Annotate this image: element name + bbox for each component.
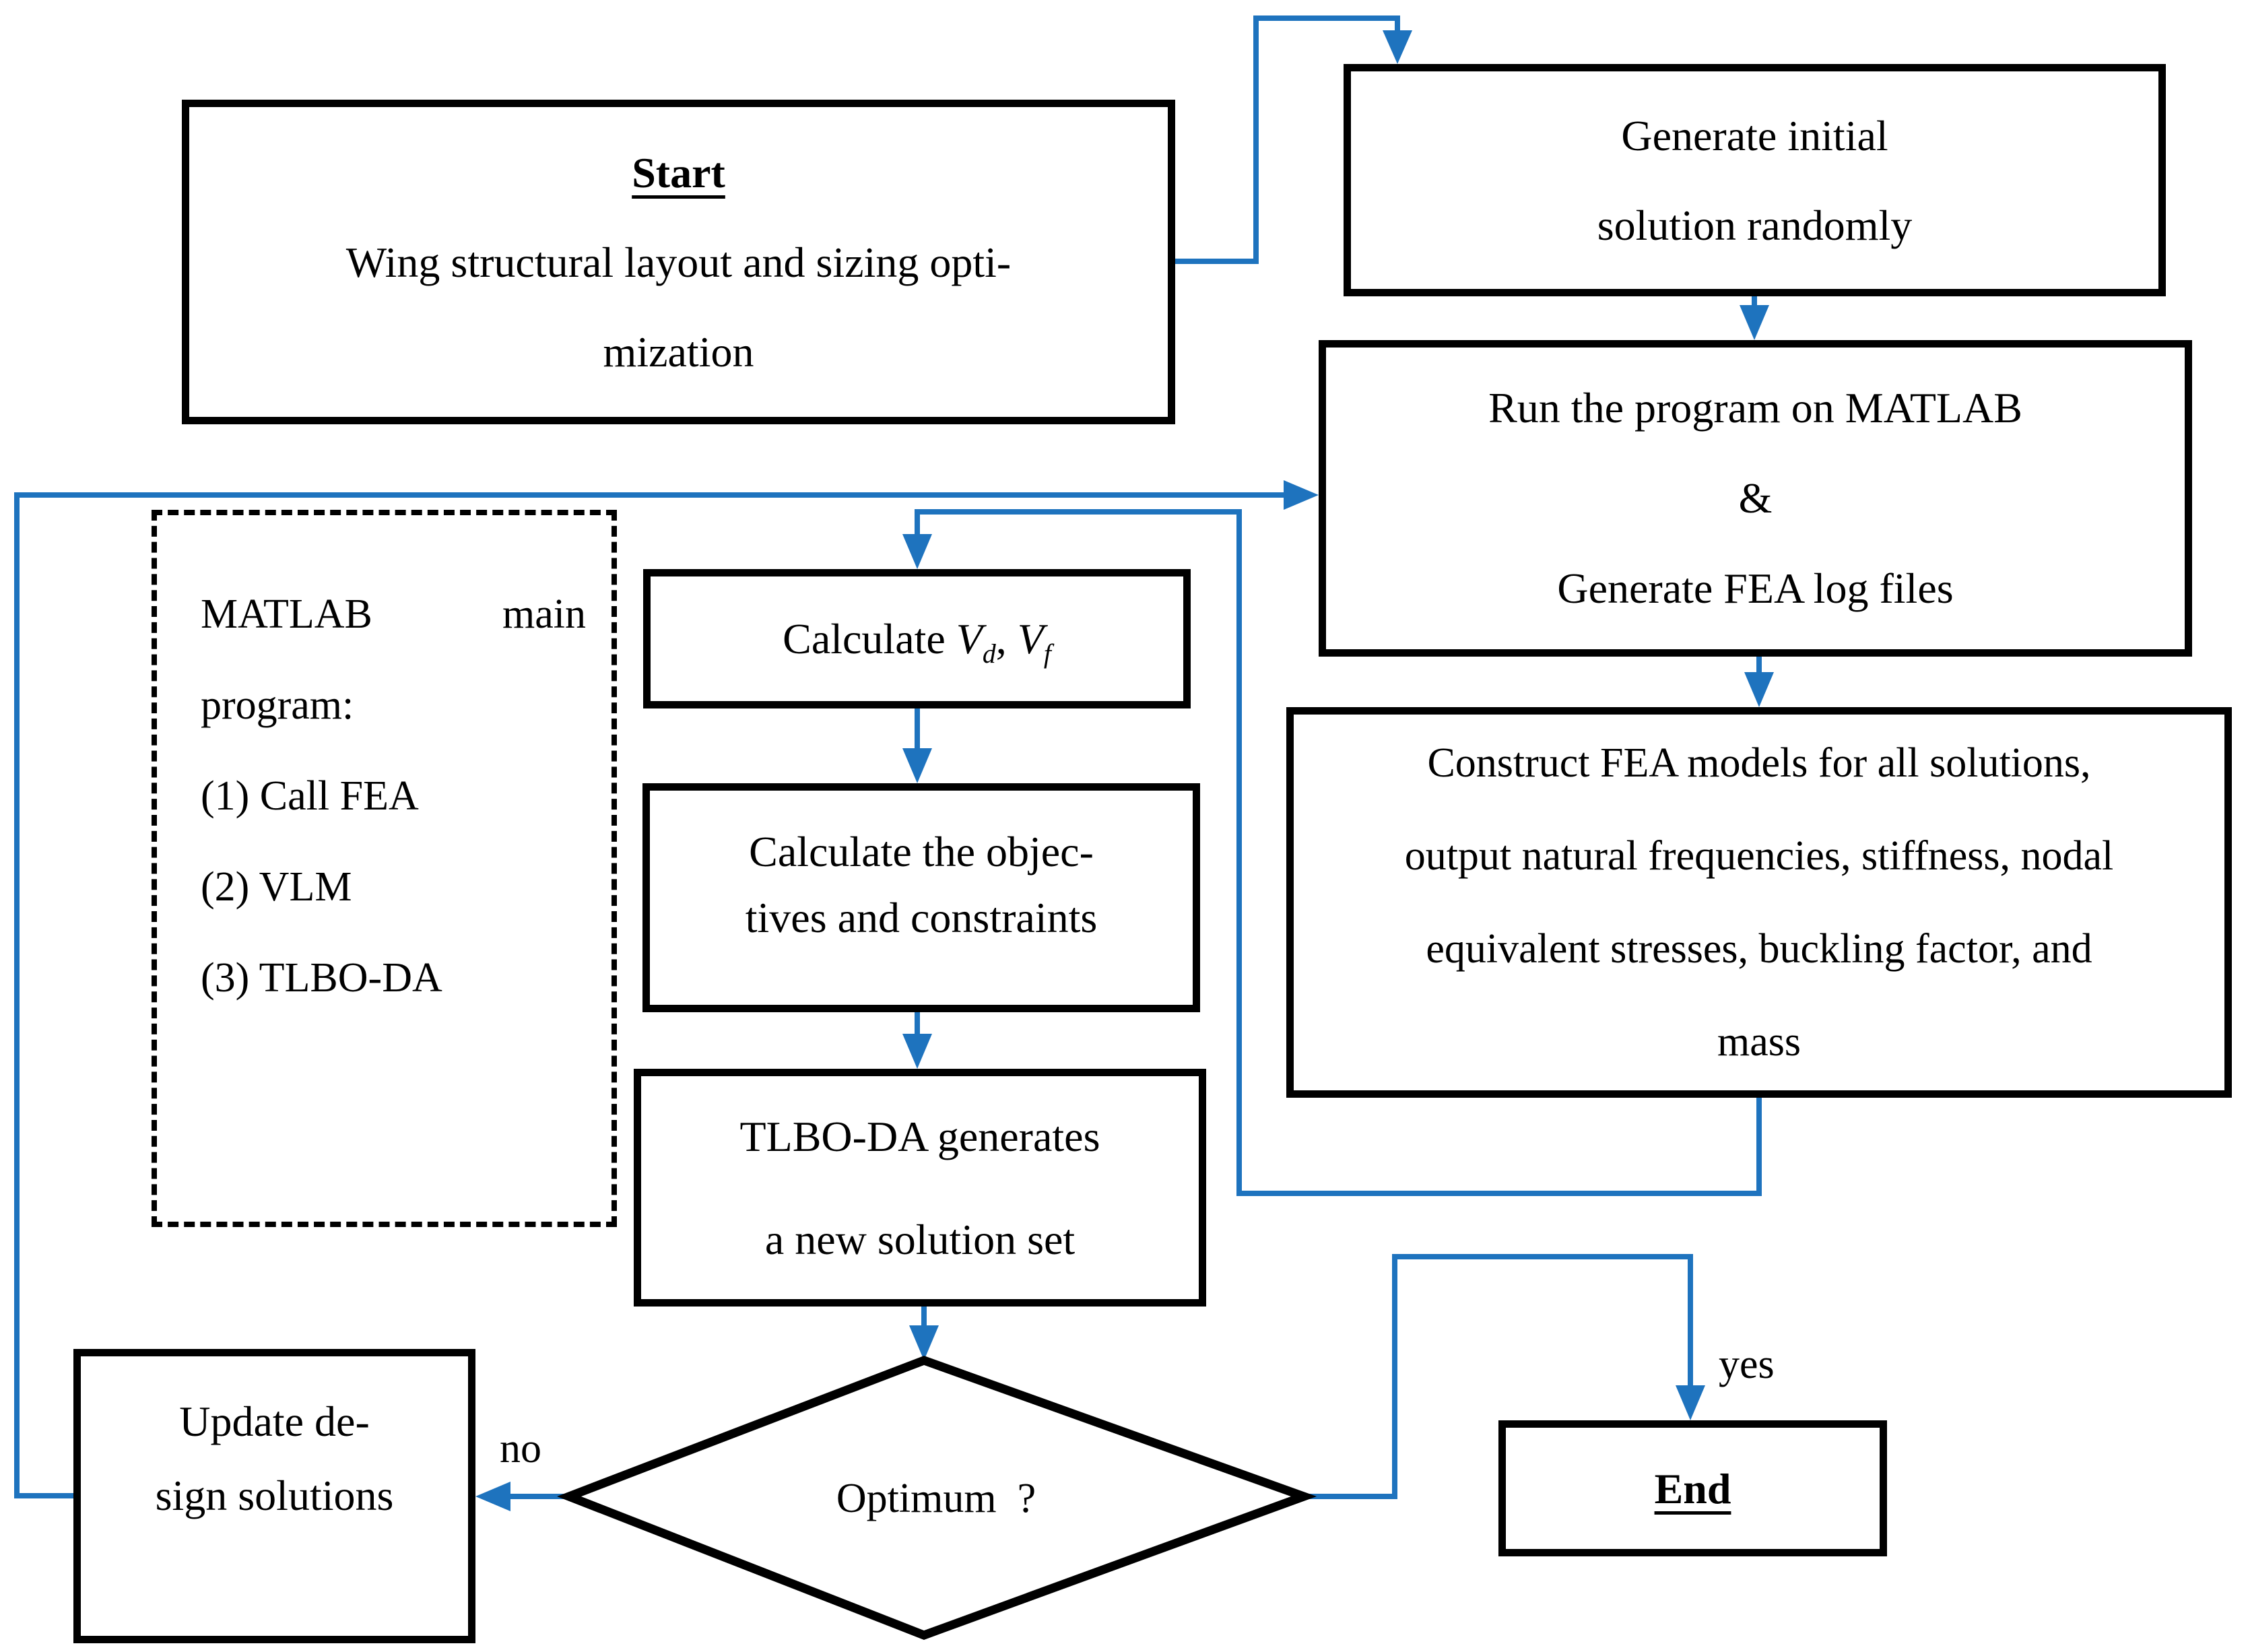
optimum-diamond-label: Optimum ? bbox=[836, 1476, 1036, 1521]
matlab-main-line: (1) Call FEA bbox=[201, 773, 419, 819]
matlab-main-line: (2) VLM bbox=[201, 864, 352, 910]
v-f-subscript: f bbox=[1043, 638, 1051, 669]
node-run-matlab: Run the program on MATLAB & Generate FEA… bbox=[1319, 340, 2192, 657]
matlab-main-line: program: bbox=[201, 682, 354, 728]
tlbo-line: TLBO-DA generates bbox=[739, 1112, 1100, 1160]
v-d-subscript: d bbox=[982, 638, 996, 669]
construct-line: equivalent stresses, buckling factor, an… bbox=[1426, 926, 2092, 972]
generate-line: Generate initial bbox=[1621, 111, 1888, 160]
node-construct-fea: Construct FEA models for all solutions, … bbox=[1286, 707, 2232, 1098]
node-generate-initial: Generate initial solution randomly bbox=[1344, 64, 2166, 296]
run-line: & bbox=[1738, 474, 1773, 522]
v-f-symbol: V bbox=[1017, 615, 1044, 663]
matlab-main-row: MATLAB main bbox=[201, 569, 586, 660]
arrowhead-into-calculatev bbox=[902, 534, 932, 569]
node-calculate-objectives: Calculate the objec- tives and constrain… bbox=[642, 783, 1200, 1012]
update-line: sign solutions bbox=[155, 1472, 394, 1519]
v-d-symbol: V bbox=[956, 615, 983, 663]
arrow-heads bbox=[475, 30, 1774, 1511]
arrow-lines bbox=[14, 15, 1762, 1499]
yes-label: yes bbox=[1719, 1342, 1775, 1387]
update-line: Update de- bbox=[179, 1397, 370, 1445]
generate-line: solution randomly bbox=[1597, 201, 1913, 249]
node-tlbo-generates: TLBO-DA generates a new solution set bbox=[634, 1069, 1206, 1307]
matlab-main-right: main bbox=[502, 591, 586, 637]
construct-line: Construct FEA models for all solutions, bbox=[1427, 740, 2091, 786]
node-calculate-v: Calculate Vd, Vf bbox=[643, 569, 1191, 708]
node-update-design: Update de- sign solutions bbox=[73, 1349, 475, 1643]
node-matlab-main-program: MATLAB main program: (1) Call FEA (2) VL… bbox=[152, 510, 617, 1227]
end-title: End bbox=[1654, 1464, 1731, 1513]
matlab-main-left: MATLAB bbox=[201, 591, 372, 637]
arrowhead-into-construct bbox=[1744, 672, 1774, 707]
start-line: Wing structural layout and sizing opti- bbox=[345, 238, 1012, 286]
arrowhead-into-run-left bbox=[1284, 480, 1319, 510]
start-line: mization bbox=[603, 327, 754, 376]
objectives-line: tives and constraints bbox=[745, 894, 1098, 941]
matlab-main-line: (3) TLBO-DA bbox=[201, 955, 442, 1001]
arrowhead-into-run bbox=[1740, 305, 1769, 340]
arrow-start-to-generate-line bbox=[1175, 15, 1400, 264]
arrowhead-into-update bbox=[475, 1482, 510, 1511]
calculate-v-label: Calculate Vd, Vf bbox=[783, 594, 1051, 684]
start-title: Start bbox=[632, 148, 725, 197]
arrowhead-into-objectives bbox=[902, 748, 932, 783]
node-start: Start Wing structural layout and sizing … bbox=[182, 100, 1175, 424]
arrowhead-into-diamond bbox=[909, 1325, 939, 1360]
optimum-diamond-shape bbox=[556, 1356, 1317, 1640]
tlbo-line: a new solution set bbox=[764, 1215, 1076, 1263]
arrowhead-into-tlbo bbox=[902, 1034, 932, 1069]
arrowhead-into-generate bbox=[1383, 30, 1412, 64]
calculate-v-separator: , bbox=[995, 615, 1018, 663]
arrow-construct-to-calculatev-line bbox=[915, 509, 1762, 1196]
construct-line: mass bbox=[1717, 1019, 1801, 1065]
calculate-v-prefix: Calculate bbox=[783, 615, 956, 663]
run-line: Generate FEA log files bbox=[1557, 564, 1954, 612]
construct-line: output natural frequencies, stiffness, n… bbox=[1404, 833, 2114, 879]
no-label: no bbox=[500, 1426, 541, 1472]
arrow-yes-to-end-line bbox=[1304, 1254, 1693, 1499]
run-line: Run the program on MATLAB bbox=[1488, 384, 2022, 432]
node-end: End bbox=[1498, 1420, 1887, 1556]
arrowhead-into-end bbox=[1676, 1385, 1705, 1420]
objectives-line: Calculate the objec- bbox=[749, 828, 1094, 875]
arrow-update-to-run-line bbox=[14, 492, 1287, 1498]
